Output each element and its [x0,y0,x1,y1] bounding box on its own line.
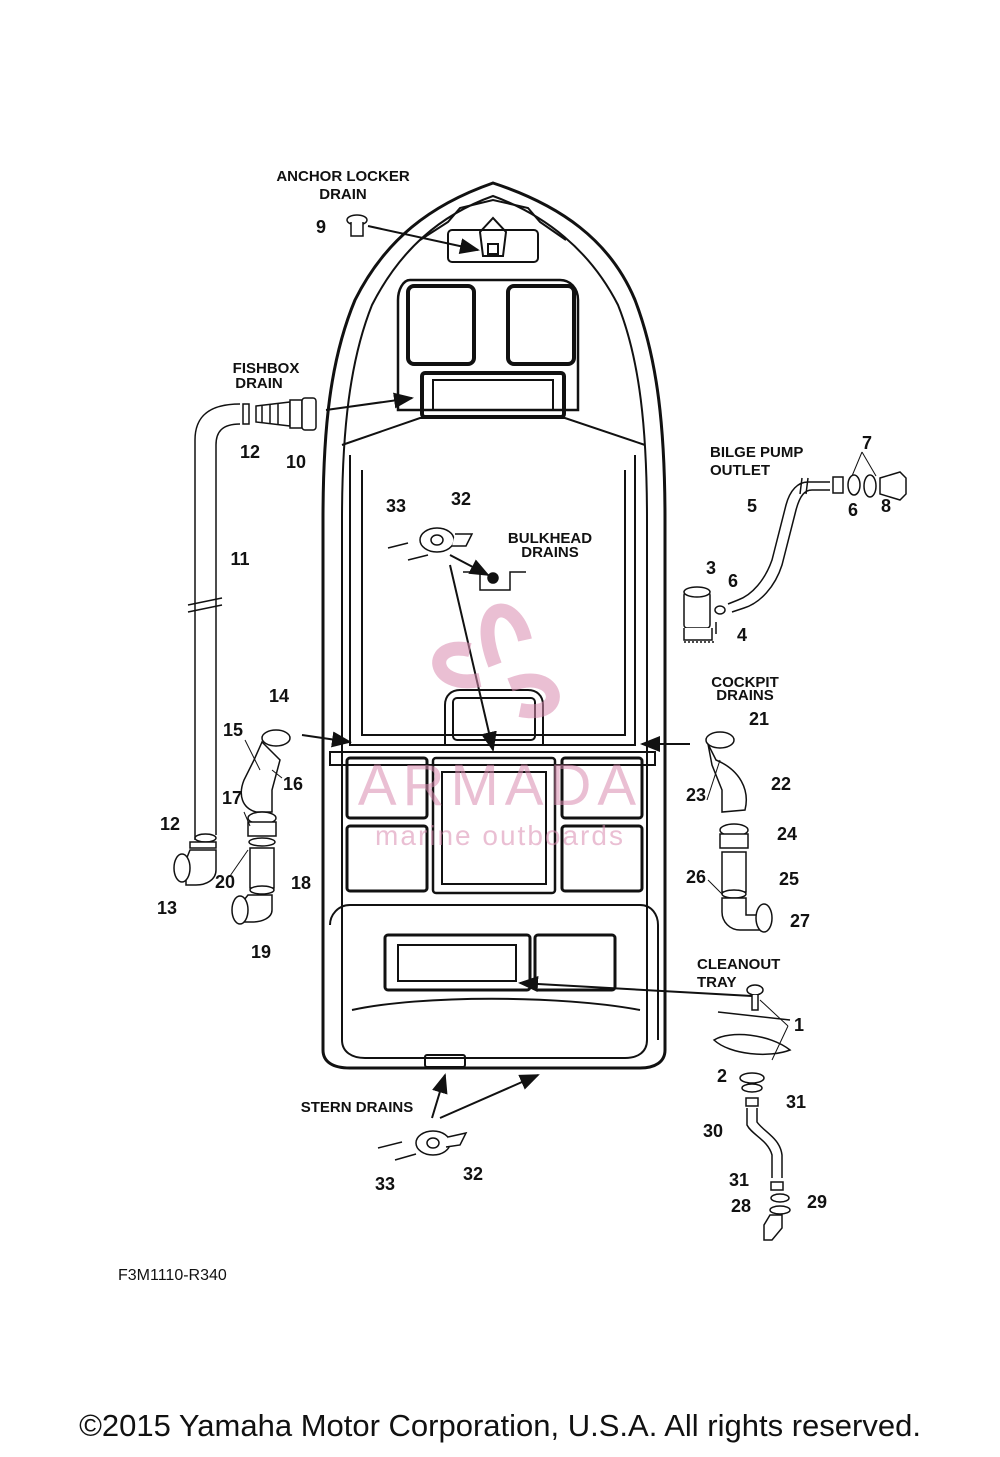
callout-33b: 33 [375,1174,395,1194]
callout-17: 17 [222,788,242,808]
callout-15: 15 [223,720,243,740]
bulkhead-label-2: DRAINS [521,544,579,561]
callout-6a: 6 [848,500,858,520]
callout-16: 16 [283,774,303,794]
watermark-tagline: marine outboards [375,820,625,851]
callout-5: 5 [747,496,757,516]
cleanout-tray-parts [712,984,792,1241]
fishbox-hose [187,403,241,843]
callout-24: 24 [777,824,797,844]
callout-20: 20 [215,872,235,892]
bilge-outlet-fitting [832,471,907,501]
callout-32a: 32 [451,489,471,509]
anchor-drain-bolt [346,214,368,237]
watermark: ARMADA marine outboards [358,603,642,851]
callout-3: 3 [706,558,716,578]
callout-9: 9 [316,217,326,237]
watermark-brand: ARMADA [358,753,642,818]
callout-21: 21 [749,709,769,729]
cockpit-label-1: COCKPIT [711,674,779,691]
bulkhead-drain [387,527,526,591]
callout-27: 27 [790,911,810,931]
callout-13: 13 [157,898,177,918]
anchor-locker-label-2: DRAIN [319,186,367,203]
callout-12a: 12 [240,442,260,462]
callout-22: 22 [771,774,791,794]
cockpit-drain-left [231,729,291,925]
callout-19: 19 [251,942,271,962]
callout-4: 4 [737,625,747,645]
callout-28: 28 [731,1196,751,1216]
boat-hull [321,181,667,1070]
cleanout-label-2: TRAY [697,974,736,991]
callout-31a: 31 [786,1092,806,1112]
bilge-pump-label-1: BILGE PUMP [710,444,803,461]
section-labels: ANCHOR LOCKER DRAIN FISHBOX DRAIN BILGE … [233,168,804,1116]
anchor-locker-label-1: ANCHOR LOCKER [276,168,409,185]
callout-33a: 33 [386,496,406,516]
bilge-pump [683,586,726,643]
callout-12b: 12 [160,814,180,834]
fishbox-label-1: FISHBOX [233,360,300,377]
callout-26: 26 [686,867,706,887]
bilge-pump-label-2: OUTLET [710,462,770,479]
cockpit-drain-right [705,731,773,933]
callout-1: 1 [794,1015,804,1035]
fishbox-label-2: DRAIN [235,375,283,392]
callout-14: 14 [269,686,289,706]
callout-29: 29 [807,1192,827,1212]
callout-11: 11 [230,549,249,569]
callout-10: 10 [286,452,306,472]
bulkhead-label-1: BULKHEAD [508,530,592,547]
stern-drain [377,1130,468,1161]
callout-leaders [229,451,877,1061]
callout-2: 2 [717,1066,727,1086]
callout-7: 7 [862,433,872,453]
fishbox-elbow [173,841,217,886]
copyright-notice: ©2015 Yamaha Motor Corporation, U.S.A. A… [79,1408,921,1443]
propeller-logo-icon [432,603,560,719]
callout-6b: 6 [728,571,738,591]
cockpit-label-2: DRAINS [716,687,774,704]
callout-30: 30 [703,1121,723,1141]
callout-32b: 32 [463,1164,483,1184]
leader-arrows [301,225,753,1119]
callout-8: 8 [881,496,891,516]
callout-25: 25 [779,869,799,889]
callout-numbers: 1 2 3 4 5 6 6 7 8 9 10 11 12 12 13 14 15… [157,217,891,1216]
stern-drains-label: STERN DRAINS [301,1099,414,1116]
cleanout-label-1: CLEANOUT [697,956,780,973]
fishbox-fitting [242,397,317,431]
callout-23: 23 [686,785,706,805]
callout-18: 18 [291,873,311,893]
callout-31b: 31 [729,1170,749,1190]
figure-code: F3M1110-R340 [118,1267,227,1284]
bilge-pump-hose [727,477,830,613]
